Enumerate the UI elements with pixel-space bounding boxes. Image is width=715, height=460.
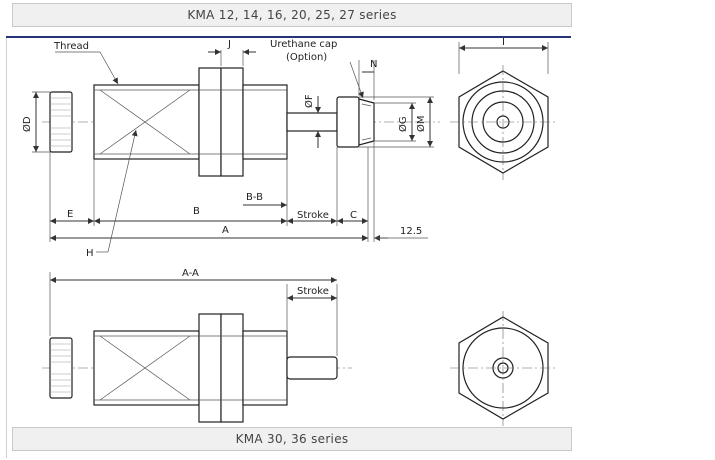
label-d: ØD [21,116,33,132]
label-i: I [502,37,505,48]
caption-top-series: KMA 12, 14, 16, 20, 25, 27 series [12,3,572,27]
label-h: H [86,248,94,259]
label-thread: Thread [53,41,89,52]
bottom-end-view [450,311,556,426]
bottom-side-view [42,313,352,423]
label-j: J [227,39,231,50]
top-side-view [42,67,440,177]
label-g: ØG [397,116,409,132]
label-b: B [193,206,200,217]
label-urethane: Urethane cap [270,39,337,50]
label-12-5: 12.5 [400,226,422,237]
label-f: ØF [303,94,315,108]
label-stroke2: Stroke [297,286,329,297]
left-border [6,38,7,458]
top-dimensions [32,49,434,253]
label-aa: A-A [182,268,199,279]
label-m: ØM [415,116,427,133]
label-n: N [370,59,377,70]
label-a: A [222,225,229,236]
label-e: E [67,209,73,220]
caption-bottom-series: KMA 30, 36 series [12,427,572,451]
bottom-dimensions [49,272,338,356]
label-stroke: Stroke [297,210,329,221]
label-bb: B-B [246,192,263,203]
top-end-view [450,42,556,180]
header-rule [6,36,571,38]
label-c: C [350,210,357,221]
label-option: (Option) [286,52,327,63]
